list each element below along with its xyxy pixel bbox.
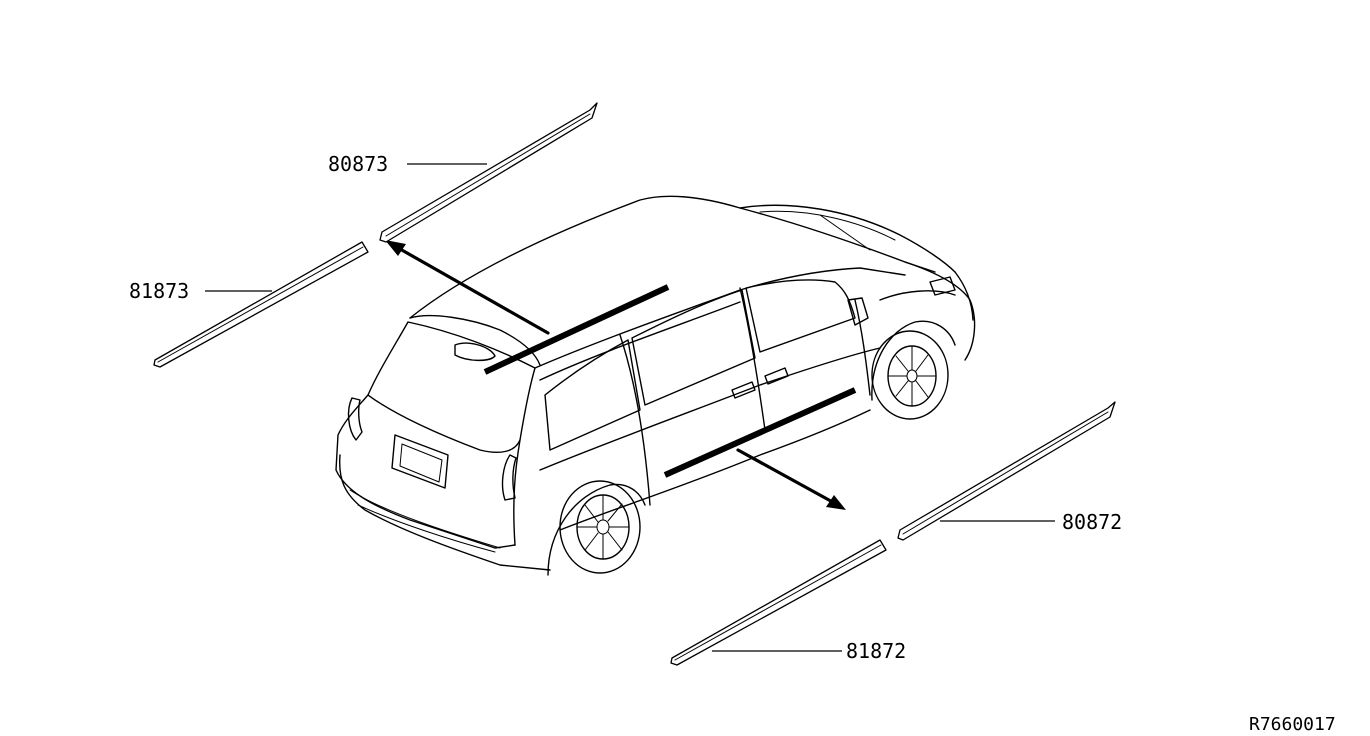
part-label-81873: 81873 <box>129 279 189 303</box>
part-80872-moulding <box>897 401 1116 541</box>
van-illustration <box>335 195 976 576</box>
part-label-81872: 81872 <box>846 639 906 663</box>
part-label-80872: 80872 <box>1062 510 1122 534</box>
arrow-roof-to-part <box>385 240 550 335</box>
diagram-reference-code: R7660017 <box>1249 714 1336 735</box>
arrow-side-to-part <box>736 448 846 510</box>
part-81873-moulding <box>153 241 369 368</box>
part-81872-moulding <box>670 539 887 666</box>
part-label-80873: 80873 <box>328 152 388 176</box>
part-80873-moulding <box>379 102 598 243</box>
